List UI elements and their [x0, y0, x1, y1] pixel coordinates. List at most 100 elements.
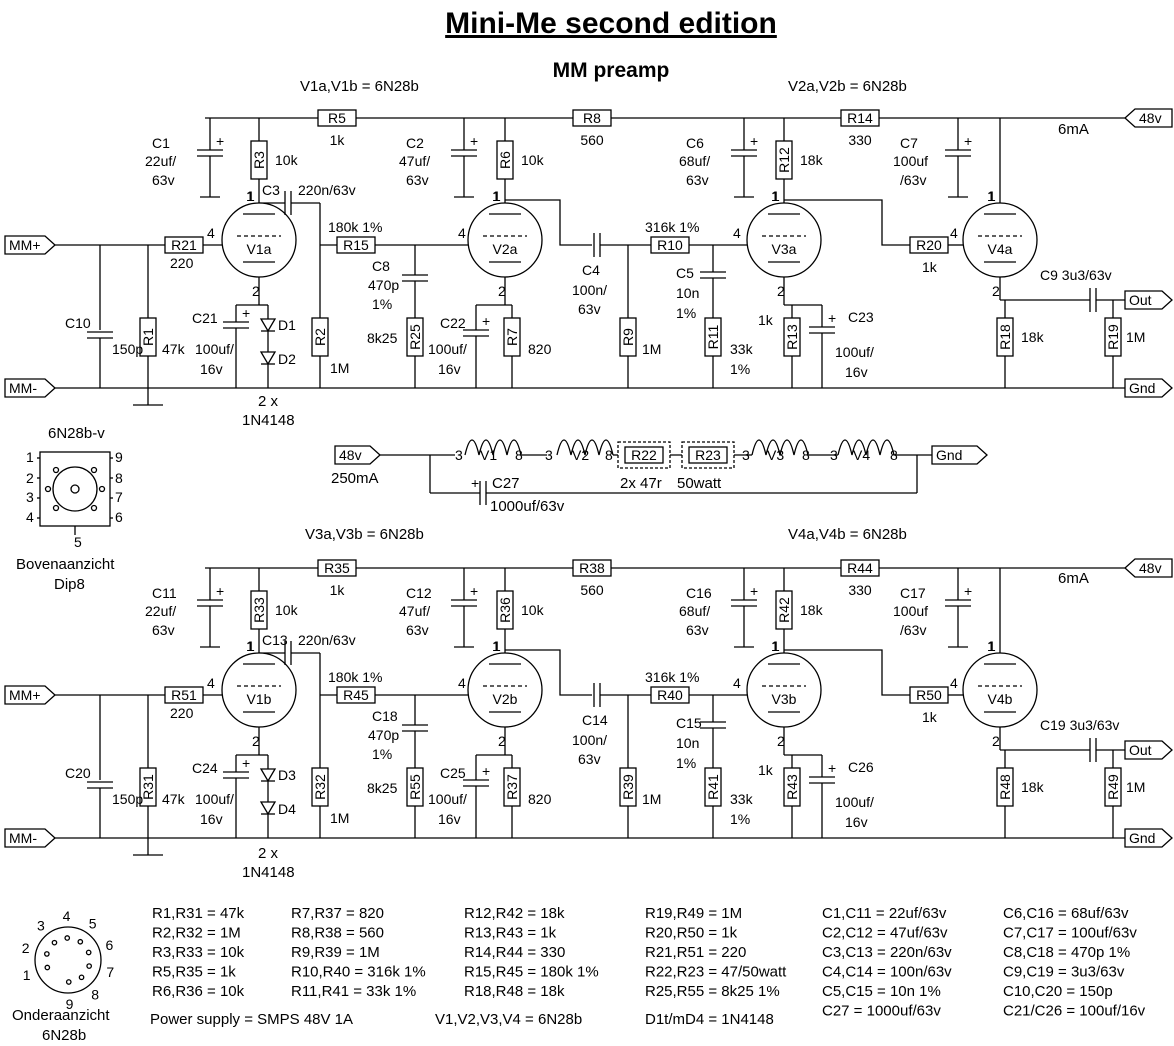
parts-list-entry: R22,R23 = 47/50watt: [645, 964, 787, 981]
parts-list-entry: R25,R55 = 8k25 1%: [645, 983, 780, 1000]
cap-value: 220n/63v: [298, 632, 356, 648]
footer-power: Power supply = SMPS 48V 1A: [150, 1011, 353, 1028]
input-plus-bottom: [4, 685, 56, 705]
cap-value: 16v: [200, 811, 223, 827]
cap-id: C5: [676, 265, 694, 281]
cap-polarity: +: [471, 475, 479, 491]
pin: 2: [992, 283, 1000, 299]
parts-list-entry: R19,R49 = 1M: [645, 905, 742, 922]
cap-value: 150p: [112, 791, 143, 807]
resistor-r1: [139, 317, 157, 357]
valve-v3b: [746, 652, 822, 728]
resistor-r20: [909, 236, 949, 254]
parts-list-entry: R9,R39 = 1M: [291, 944, 380, 961]
resistor-value: 316k 1%: [645, 669, 699, 685]
cap-value: 220n/63v: [298, 182, 356, 198]
parts-list-entry: C9,C19 = 3u3/63v: [1003, 964, 1125, 981]
cap-value: 100uf/: [195, 341, 234, 357]
pin: 1: [246, 188, 254, 204]
resistor-value: 820: [528, 791, 552, 807]
resistor-r40: [650, 686, 690, 704]
resistor-r7: [503, 317, 521, 357]
diode-note-bottom-1: 2 x: [258, 845, 279, 862]
parts-list-entry: R20,R50 = 1k: [645, 925, 738, 942]
resistor-value: 560: [580, 132, 604, 148]
pinout-bottom-body: [34, 926, 102, 994]
diode-id: D2: [278, 351, 296, 367]
parts-list-entry: R2,R32 = 1M: [152, 925, 241, 942]
cap-polarity: +: [828, 310, 836, 326]
cap-id: C20: [65, 765, 91, 781]
pin: 4: [207, 225, 215, 241]
resistor-r13: [783, 317, 801, 357]
cap-id: C24: [192, 760, 218, 776]
cap-polarity: +: [750, 133, 758, 149]
cap-polarity: +: [216, 133, 224, 149]
resistor-r35: [317, 559, 357, 577]
resistor-value: 316k 1%: [645, 219, 699, 235]
pinout-bottom-pin-label: 6: [105, 937, 113, 953]
valve-label: V1a: [247, 241, 272, 257]
pin: 2: [252, 733, 260, 749]
resistor-value: 10k: [275, 602, 299, 618]
valve-label: V2b: [493, 691, 518, 707]
diode-id: D3: [278, 767, 296, 783]
cap-id: C2: [406, 135, 424, 151]
pin: 1: [247, 638, 255, 654]
pin: 4: [950, 225, 958, 241]
cap-polarity: +: [964, 133, 972, 149]
resistor-value: 18k: [1021, 779, 1045, 795]
tube-spec-v4: V4a,V4b = 6N28b: [788, 526, 907, 543]
resistor-r10: [650, 236, 690, 254]
parts-list-entry: R3,R33 = 10k: [152, 944, 245, 961]
pinout-top-pin2: 2: [26, 470, 34, 486]
pin: 1: [772, 638, 780, 654]
gnd-top-label: Gnd: [1129, 380, 1155, 396]
cap-value: 1%: [372, 296, 392, 312]
pinout-bottom-pin: [77, 938, 84, 945]
cap-id: C18: [372, 708, 398, 724]
pinout-top-pin8: 8: [115, 470, 123, 486]
resistor-value: 10k: [521, 152, 545, 168]
output-top: [1124, 290, 1173, 310]
tube-spec-v1: V1a,V1b = 6N28b: [300, 78, 419, 95]
resistor-value: 1M: [330, 810, 349, 826]
cap-value: 100uf/: [835, 344, 874, 360]
resistor-label: R8: [583, 110, 601, 126]
pin: 1: [988, 638, 996, 654]
resistor-label: R20: [916, 237, 942, 253]
parts-list-entry: C3,C13 = 220n/63v: [822, 944, 952, 961]
supply-top: [1124, 108, 1173, 128]
cap-value: 100uf/: [428, 341, 467, 357]
cap-polarity: +: [828, 760, 836, 776]
cap-value: 16v: [438, 811, 461, 827]
resistor-label: R19: [1105, 324, 1121, 350]
pin: 4: [733, 225, 741, 241]
pin: 8: [890, 447, 898, 463]
resistor-value: 180k 1%: [328, 219, 382, 235]
output-bottom: [1124, 740, 1173, 760]
cap-value: 16v: [845, 364, 868, 380]
supply-top-label: 48v: [1139, 110, 1162, 126]
heater-v1: [464, 439, 522, 456]
output-bottom-label: Out: [1129, 742, 1152, 758]
pinout-bottom-pin: [51, 939, 58, 946]
resistor-label: R23: [695, 447, 721, 463]
cap-id: C15: [676, 715, 702, 731]
resistor-value: 180k 1%: [328, 669, 382, 685]
cap-id: C16: [686, 585, 712, 601]
cap-id: C14: [582, 712, 608, 728]
resistor-value: 330: [848, 582, 872, 598]
cap-id: C23: [848, 309, 874, 325]
heater-r-note-b: 50watt: [677, 475, 722, 492]
resistor-label: R49: [1105, 774, 1121, 800]
resistor-r21: [164, 236, 204, 254]
gnd-bottom-label: Gnd: [1129, 830, 1155, 846]
heater-label: V2: [572, 447, 589, 463]
resistor-label: R22: [631, 447, 657, 463]
pin: 3: [545, 447, 553, 463]
cap-polarity: +: [216, 583, 224, 599]
pinout-top-pin4: 4: [26, 509, 34, 525]
resistor-r3: [250, 140, 268, 180]
